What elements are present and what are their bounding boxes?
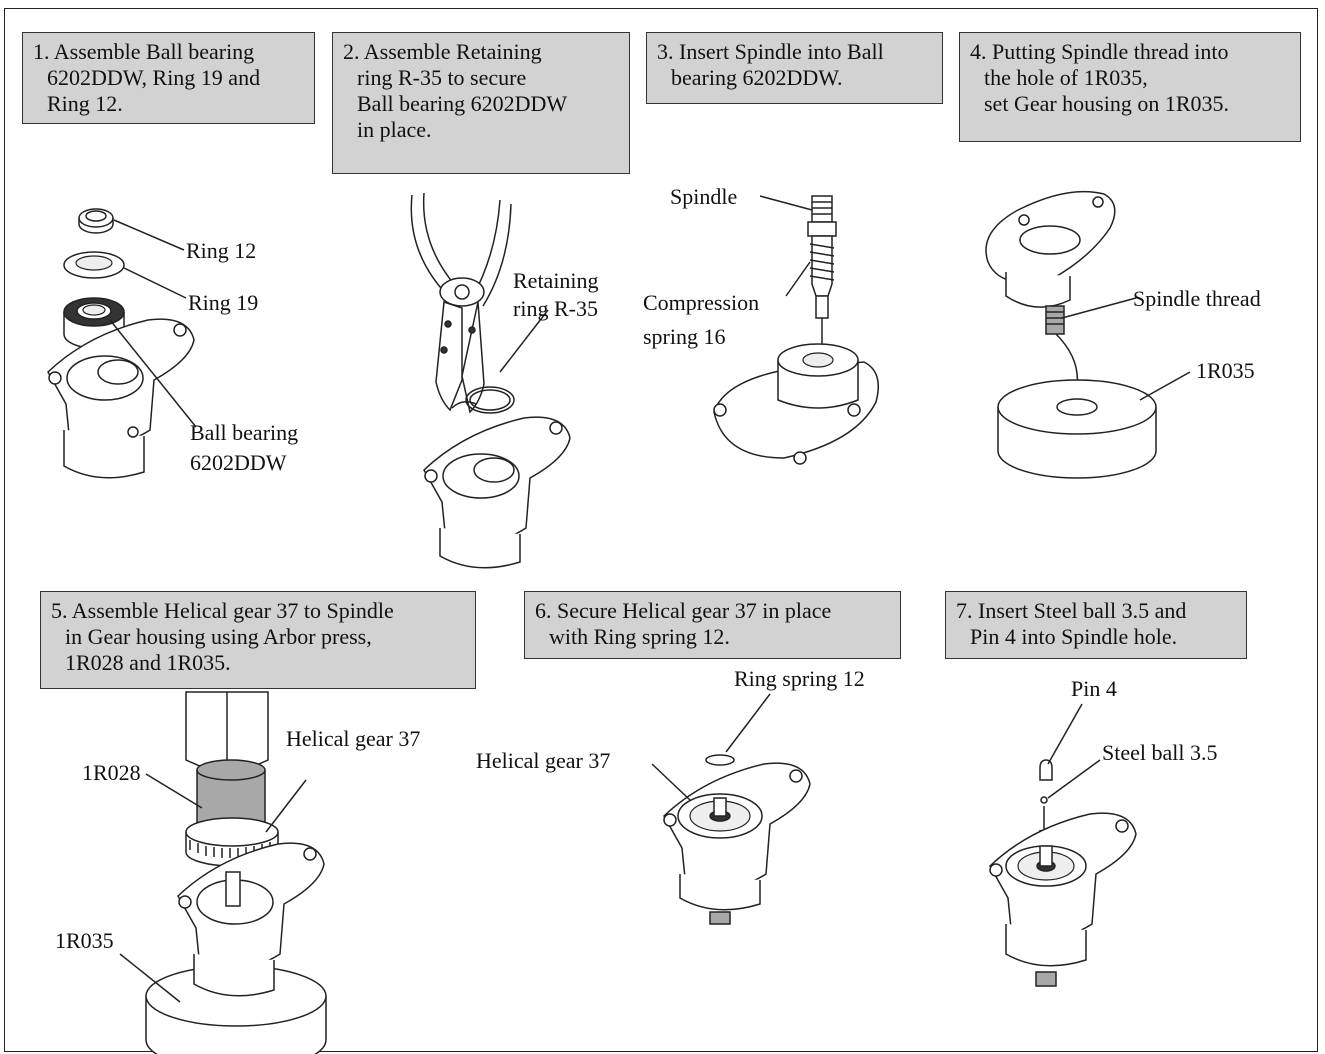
label-compression-line-2: spring 16 — [643, 324, 726, 350]
label-1r035-step-5: 1R035 — [55, 928, 114, 954]
ring-19-drawing — [64, 252, 124, 278]
tool-1r035-drawing-4 — [998, 380, 1156, 478]
label-1r028: 1R028 — [82, 760, 141, 786]
label-ring-12: Ring 12 — [186, 238, 256, 264]
label-steel-ball: Steel ball 3.5 — [1102, 740, 1217, 766]
label-ball-bearing-line-2: 6202DDW — [190, 450, 287, 476]
pin-4-drawing — [1040, 760, 1052, 780]
label-pin-4: Pin 4 — [1071, 676, 1117, 702]
gear-housing-drawing-6 — [664, 763, 810, 924]
ring-spring-drawing — [706, 755, 734, 765]
label-helical-gear-step-5: Helical gear 37 — [286, 726, 420, 752]
pliers-drawing — [411, 193, 511, 412]
retaining-ring-drawing — [452, 387, 514, 413]
label-compression-line-1: Compression — [643, 290, 759, 316]
label-ring-19: Ring 19 — [188, 290, 258, 316]
label-ball-bearing-line-1: Ball bearing — [190, 420, 298, 446]
gear-housing-drawing-5 — [178, 843, 324, 996]
label-1r035-step-4: 1R035 — [1196, 358, 1255, 384]
gear-housing-drawing-4 — [986, 192, 1115, 334]
label-ring-spring-12: Ring spring 12 — [734, 666, 865, 692]
steel-ball-drawing — [1041, 797, 1047, 803]
gear-housing-drawing-2 — [424, 417, 570, 568]
label-spindle: Spindle — [670, 184, 737, 210]
label-retaining-line-2: ring R-35 — [513, 296, 598, 322]
label-spindle-thread: Spindle thread — [1133, 286, 1261, 312]
gear-housing-drawing-7 — [990, 813, 1136, 986]
label-retaining-line-1: Retaining — [513, 268, 599, 294]
gear-housing-drawing-3 — [714, 344, 878, 464]
spindle-drawing — [808, 196, 836, 318]
label-helical-gear-step-6: Helical gear 37 — [476, 748, 610, 774]
ring-12-drawing — [79, 209, 113, 233]
